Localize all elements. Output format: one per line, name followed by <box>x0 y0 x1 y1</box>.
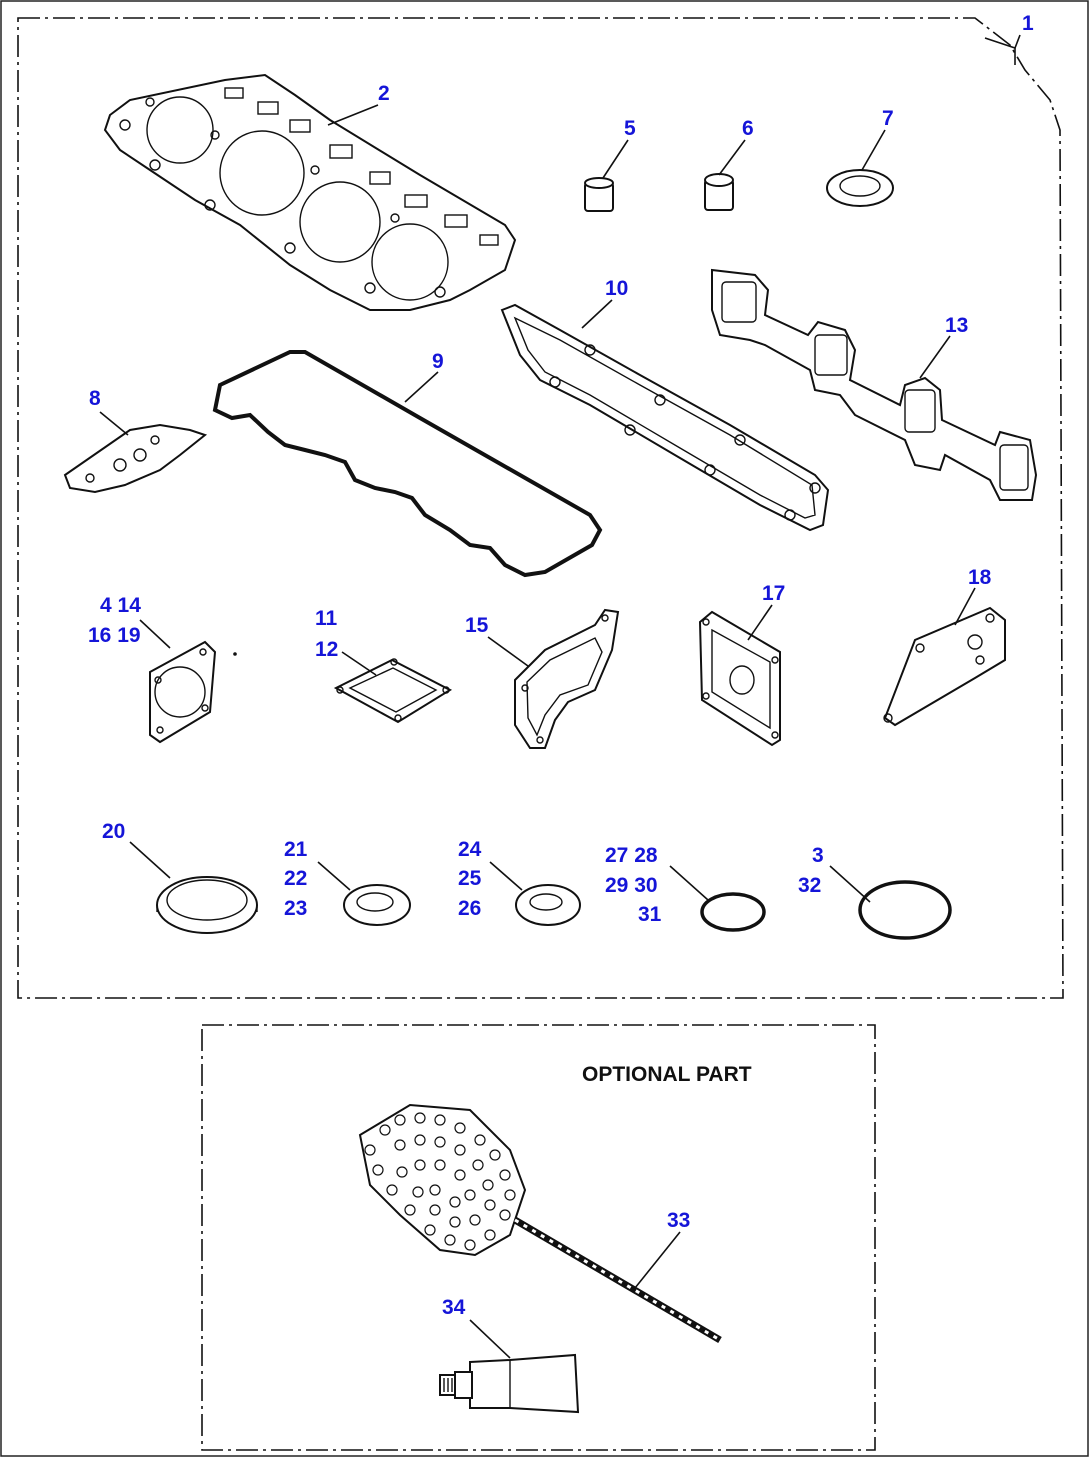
callout-18: 18 <box>968 566 992 589</box>
callout-32: 32 <box>798 874 821 897</box>
cover-gasket-17 <box>698 610 781 747</box>
callout-16-19: 16 19 <box>88 624 141 647</box>
callout-23: 23 <box>284 897 307 920</box>
callout-24: 24 <box>458 838 482 861</box>
callout-1: 1 <box>1022 12 1034 35</box>
callout-labels: 1 2 5 6 7 8 9 10 13 4 14 16 19 11 12 15 … <box>88 12 1034 1319</box>
callout-21: 21 <box>284 838 308 861</box>
callout-17: 17 <box>762 582 785 605</box>
callout-26: 26 <box>458 897 481 920</box>
sleeve-seal <box>704 173 734 211</box>
exhaust-manifold-gasket <box>711 268 1038 501</box>
plate-gasket-18 <box>883 606 1006 727</box>
square-round-hole-gasket <box>149 640 237 744</box>
callout-10: 10 <box>605 277 628 300</box>
callout-9: 9 <box>432 350 444 373</box>
callout-25: 25 <box>458 867 482 890</box>
callout-4-14: 4 14 <box>100 594 141 617</box>
callout-15: 15 <box>465 614 489 637</box>
o-ring-small <box>700 892 766 932</box>
callout-3: 3 <box>812 844 824 867</box>
callout-5: 5 <box>624 117 636 140</box>
leader-lines <box>99 34 1021 1359</box>
optional-part-caption: OPTIONAL PART <box>582 1063 752 1086</box>
valve-stem-seal <box>584 177 614 212</box>
small-gasket-8 <box>63 423 208 494</box>
seal-ring-7 <box>826 169 894 207</box>
callout-13: 13 <box>945 314 968 337</box>
diamond-gasket <box>333 658 453 724</box>
callout-8: 8 <box>89 387 101 410</box>
callout-20: 20 <box>102 820 125 843</box>
callout-7: 7 <box>882 107 894 130</box>
callout-27-28: 27 28 <box>605 844 658 867</box>
oil-seal-20 <box>156 876 258 934</box>
water-pump-gasket <box>514 608 620 749</box>
o-ring-large <box>858 880 952 940</box>
intake-manifold-gasket <box>500 303 830 532</box>
seal-24-26 <box>515 884 581 926</box>
callout-2: 2 <box>378 82 390 105</box>
callout-22: 22 <box>284 867 307 890</box>
callout-12: 12 <box>315 638 338 661</box>
seal-21-23 <box>343 884 411 926</box>
callout-6: 6 <box>742 117 754 140</box>
callout-11: 11 <box>315 607 338 630</box>
callout-31: 31 <box>638 903 662 926</box>
callout-29-30: 29 30 <box>605 874 658 897</box>
optional-part-boundary <box>201 1024 876 1451</box>
cylinder-hone-brush <box>358 1103 722 1344</box>
callout-34: 34 <box>442 1296 466 1319</box>
kit-boundary <box>17 17 1064 999</box>
lubricant-tube <box>439 1353 580 1414</box>
callout-33: 33 <box>667 1209 690 1232</box>
cylinder-head-gasket <box>103 73 517 311</box>
head-cover-gasket <box>212 350 603 578</box>
